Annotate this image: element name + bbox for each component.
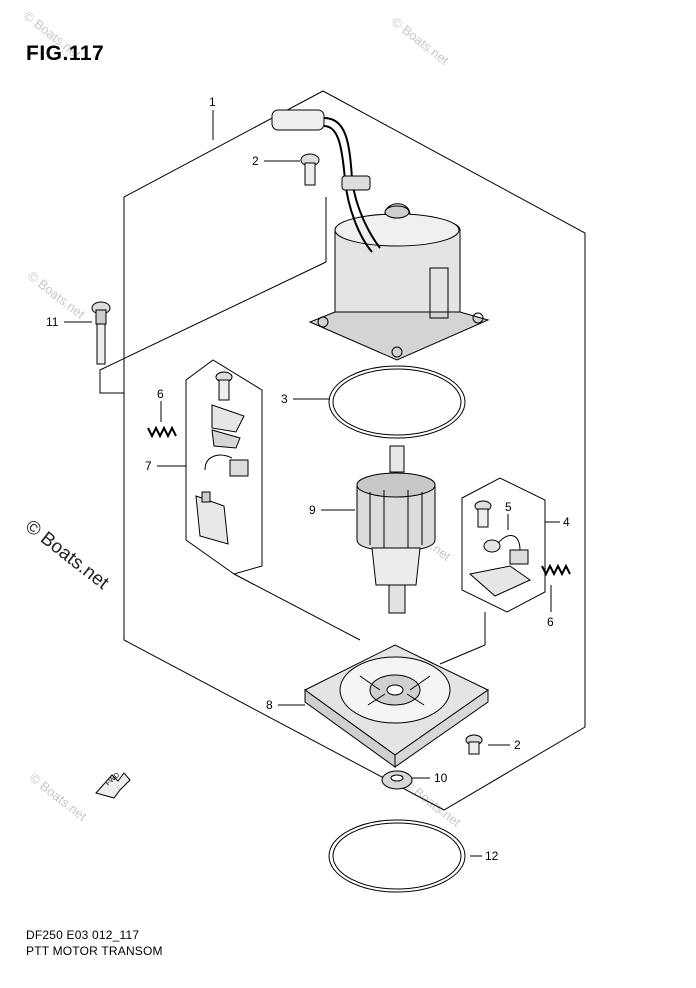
callout-number: 11: [46, 315, 59, 329]
model-code: DF250 E03 012_117: [26, 928, 140, 942]
callout-number: 6: [157, 387, 164, 401]
screw-part-2: [465, 734, 483, 755]
guide-line: [233, 573, 361, 641]
o-ring-part-3: [328, 365, 466, 439]
callout-number: 8: [266, 698, 273, 712]
brush-holder-box: [185, 359, 263, 575]
callout-number: 2: [252, 154, 259, 168]
base-plate-part-8: [304, 644, 489, 768]
o-ring-part-12: [328, 819, 466, 893]
guide-line: [439, 644, 486, 665]
section-name: PTT MOTOR TRANSOM: [26, 944, 163, 958]
screw-part-2: [300, 153, 320, 186]
washer-part-10: [381, 770, 413, 790]
callout-number: 4: [563, 515, 570, 529]
callout-number: 7: [145, 459, 152, 473]
callout-number: 12: [485, 849, 499, 863]
forward-arrow-icon: [95, 772, 131, 799]
spring-part-6: [541, 563, 571, 577]
motor-cable: [271, 109, 381, 253]
armature-part-9: [356, 445, 436, 614]
callout-number: 5: [505, 500, 512, 514]
brush-holder-part-7: [195, 371, 249, 545]
brush-holder-box: [461, 477, 546, 613]
figure-title: FIG.117: [26, 42, 105, 65]
brush-holder-part-4: [468, 500, 532, 597]
callout-number: 9: [309, 503, 316, 517]
callout-number: 2: [514, 738, 521, 752]
callout-number: 1: [209, 95, 216, 109]
callout-number: 3: [281, 392, 288, 406]
spring-part-6: [147, 425, 177, 439]
motor-housing: [308, 203, 490, 361]
callout-number: 6: [547, 615, 554, 629]
callout-number: 10: [434, 771, 448, 785]
assembly-outline: [99, 90, 586, 811]
bolt-part-11: [91, 301, 111, 365]
